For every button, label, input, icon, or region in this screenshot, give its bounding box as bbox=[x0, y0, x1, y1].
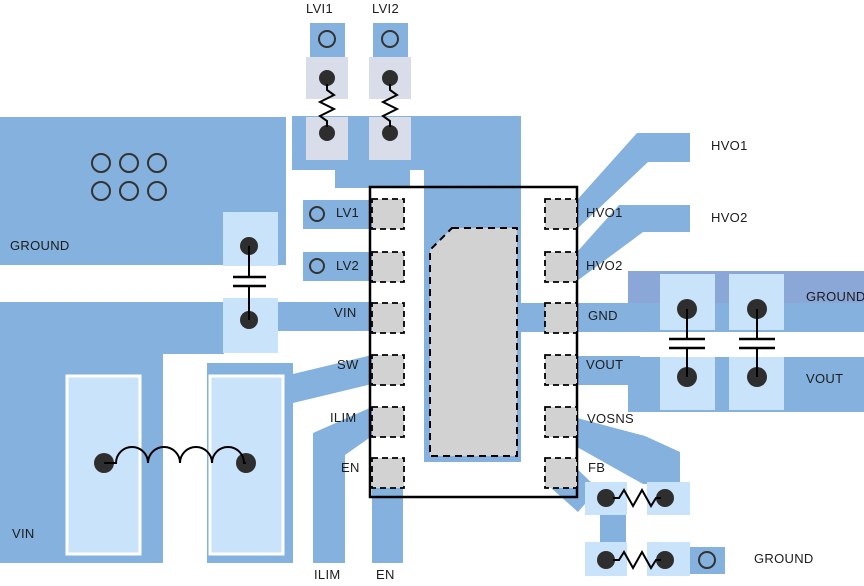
label-pin-vosns: VOSNS bbox=[587, 411, 635, 426]
ic-pin-fb bbox=[544, 457, 578, 489]
label-lvi2: LVI2 bbox=[372, 1, 399, 16]
lv1-trace bbox=[303, 200, 372, 229]
hvo1-out-trace bbox=[577, 133, 690, 229]
label-pin-en: EN bbox=[341, 460, 360, 475]
ic-outline bbox=[368, 185, 579, 499]
label-vin-region: VIN bbox=[12, 526, 35, 541]
plated-hole-group bbox=[91, 30, 716, 569]
input-cap-symbol bbox=[233, 246, 266, 320]
ic-pin-vout bbox=[544, 354, 578, 386]
label-en-bottom: EN bbox=[376, 567, 395, 582]
vin-region-upper bbox=[0, 302, 224, 354]
sw-trace bbox=[293, 355, 372, 403]
fb-res2-symbol bbox=[613, 549, 661, 571]
label-ilim-bottom: ILIM bbox=[314, 567, 341, 582]
label-lvi1: LVI1 bbox=[306, 1, 333, 16]
ilim-trace bbox=[313, 407, 372, 563]
label-pin-hvo1: HVO1 bbox=[586, 205, 623, 220]
ic-pin-lv2 bbox=[371, 251, 405, 283]
label-pin-fb: FB bbox=[588, 460, 606, 475]
ic-pin-sw bbox=[371, 354, 405, 386]
label-pin-vin: VIN bbox=[334, 305, 357, 320]
top-pour-left-column bbox=[335, 170, 410, 188]
label-pin-hvo2: HVO2 bbox=[586, 258, 623, 273]
ic-pin-hvo1 bbox=[544, 198, 578, 230]
label-pin-lv2: LV2 bbox=[336, 258, 360, 273]
label-hvo2-out: HVO2 bbox=[711, 210, 748, 225]
ic-pin-vosns bbox=[544, 406, 578, 438]
output-cap1-symbol bbox=[669, 309, 705, 377]
output-cap2-symbol bbox=[739, 309, 775, 377]
label-pin-gnd: GND bbox=[588, 308, 618, 323]
lvi1-connector-pad bbox=[310, 23, 345, 57]
label-pin-ilim: ILIM bbox=[330, 410, 357, 425]
lvi1-resistor-symbol bbox=[317, 84, 337, 127]
inductor-coil-symbol bbox=[104, 446, 246, 464]
ic-pin-en bbox=[371, 457, 405, 489]
fb-res1-symbol bbox=[613, 487, 661, 509]
label-ground-bottom-right: GROUND bbox=[754, 551, 814, 566]
hvo2-out-trace bbox=[577, 205, 690, 281]
label-ground-left: GROUND bbox=[10, 238, 70, 253]
ic-pin-lv1 bbox=[371, 198, 405, 230]
lv2-trace bbox=[303, 252, 372, 281]
ic-thermal-pad bbox=[429, 227, 518, 457]
vosns-trace bbox=[577, 418, 680, 484]
lvi2-resistor-symbol bbox=[380, 84, 400, 127]
label-ground-right: GROUND bbox=[806, 289, 864, 304]
label-pin-vout: VOUT bbox=[586, 357, 624, 372]
ic-pin-gnd bbox=[544, 302, 578, 334]
ic-pin-hvo2 bbox=[544, 251, 578, 283]
label-pin-sw: SW bbox=[337, 357, 359, 372]
ic-pin-ilim bbox=[371, 406, 405, 438]
ic-pin-vin bbox=[371, 302, 405, 334]
label-vout-right: VOUT bbox=[806, 371, 844, 386]
fb-divider-connector bbox=[600, 510, 626, 546]
via-group bbox=[94, 70, 767, 569]
label-hvo1-out: HVO1 bbox=[711, 138, 748, 153]
lvi2-connector-pad bbox=[373, 23, 408, 57]
label-pin-lv1: LV1 bbox=[336, 205, 360, 220]
